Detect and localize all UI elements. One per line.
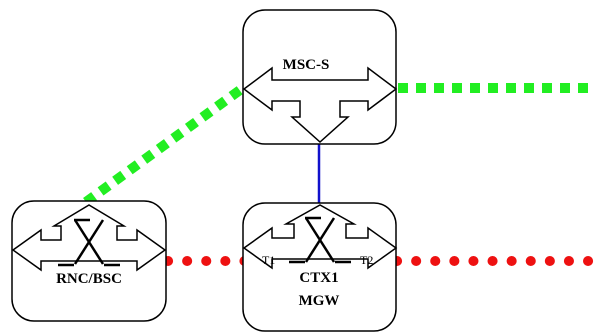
msc-s-switch-icon <box>242 66 398 144</box>
msc-s-label: MSC-S <box>283 57 330 73</box>
mgw-context-label: CTX1 <box>299 270 338 286</box>
mgw-cross-line-b <box>304 217 336 263</box>
mgw-label: MGW <box>299 293 340 309</box>
msc-s-node: MSC-S <box>242 9 398 145</box>
rnc-msc-signaling-link <box>83 85 243 207</box>
mgw-term-t1: T1 <box>262 253 275 267</box>
rnc-bsc-cross-line-b <box>73 219 105 265</box>
msc-s-box <box>242 9 397 145</box>
mgw-box <box>242 202 397 332</box>
rnc-bsc-label: RNC/BSC <box>56 271 122 287</box>
mgw-switch-icon <box>242 204 398 270</box>
rnc-bsc-switch-icon <box>11 204 167 272</box>
mgw-node: T1 T2 CTX1 MGW <box>242 202 398 332</box>
mgw-term-t2: T2 <box>360 253 373 267</box>
rnc-bsc-node: RNC/BSC <box>11 200 167 322</box>
